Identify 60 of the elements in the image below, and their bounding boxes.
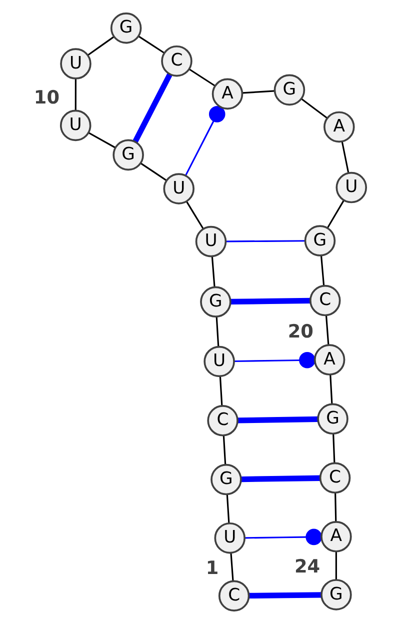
connector (230, 298, 310, 305)
node-circle: U (214, 522, 246, 554)
connector (330, 374, 333, 404)
connector (325, 315, 330, 346)
connector (241, 475, 320, 482)
connector (186, 201, 204, 230)
connector (219, 376, 223, 406)
connector (74, 78, 76, 111)
node-circle: U (163, 173, 194, 204)
node-circle: U (195, 226, 227, 258)
connector (326, 200, 344, 228)
connector (132, 73, 172, 143)
connector (320, 255, 325, 286)
node-label: 10 (34, 87, 60, 108)
node-circle: U (60, 48, 92, 80)
connector (332, 434, 336, 463)
connector (249, 592, 322, 599)
node-circle: G (304, 225, 336, 256)
node-circle: C (309, 284, 341, 316)
connector (334, 492, 337, 522)
node-circle: G (110, 12, 142, 44)
node-circle: A (314, 344, 346, 376)
node-circle: A (320, 521, 352, 552)
connector (87, 36, 114, 56)
node-label: 1 (206, 558, 219, 579)
connector (242, 90, 275, 94)
node-circle: G (210, 464, 242, 496)
connector (230, 552, 234, 581)
connector (211, 256, 216, 288)
connector (216, 316, 220, 346)
connector (138, 36, 165, 54)
node-circle: G (200, 286, 232, 318)
connector (335, 552, 337, 580)
node-circle: G (274, 74, 306, 106)
connector (189, 68, 216, 86)
connector (226, 240, 305, 242)
node-circle: A (324, 111, 355, 143)
connector (244, 528, 322, 546)
node-circle: A (212, 78, 244, 110)
node-circle: G (320, 579, 352, 610)
connector (226, 494, 230, 524)
node-circle: U (60, 110, 92, 142)
connector (184, 106, 226, 176)
connector (301, 98, 328, 119)
node-circle: G (112, 139, 144, 171)
connector (238, 416, 318, 424)
node-circle: C (319, 462, 351, 494)
node-circle: C (161, 45, 192, 77)
node-circle: C (218, 580, 250, 612)
connector (341, 141, 350, 174)
node-circle: C (207, 405, 238, 436)
connector (234, 352, 316, 368)
node-circle: U (204, 346, 235, 378)
node-label: 20 (288, 322, 314, 343)
node-circle: U (336, 172, 368, 204)
connector (88, 132, 116, 148)
connector (222, 436, 226, 465)
connector (140, 162, 168, 182)
node-label: 24 (294, 556, 320, 578)
node-circle: G (317, 403, 348, 435)
